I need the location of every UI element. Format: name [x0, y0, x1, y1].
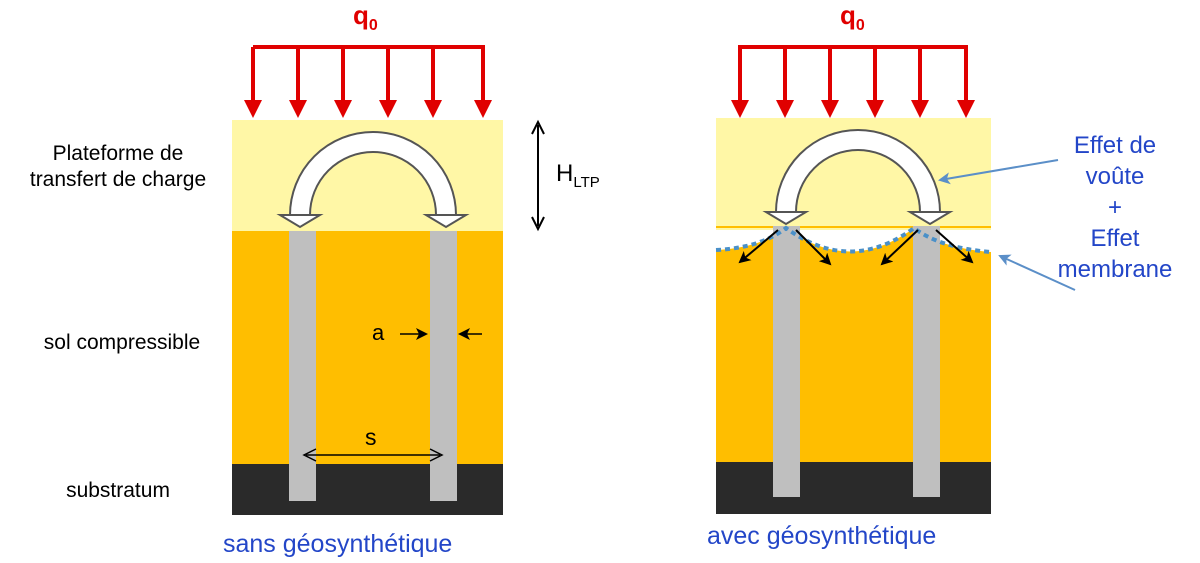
- right-load-label: q0: [840, 0, 865, 35]
- left-pile-1: [289, 231, 316, 501]
- membrane-line: [715, 225, 992, 254]
- left-arching-arrow: [288, 131, 458, 216]
- a-dimension-label: a: [372, 320, 385, 345]
- right-soil-layer: [716, 228, 991, 462]
- right-load-arrows: [738, 45, 968, 110]
- left-pile-2: [430, 231, 457, 501]
- membrane-pointer: [998, 254, 1076, 291]
- arching-pointer: [938, 159, 1059, 185]
- substratum-layer-label: substratum: [66, 479, 170, 502]
- membrane-effect-label-2: membrane: [1057, 256, 1173, 283]
- right-pile-2: [913, 226, 940, 497]
- plus-sign: +: [1107, 194, 1122, 221]
- left-soil-layer: [232, 231, 503, 464]
- left-load-arrows: [251, 45, 485, 110]
- left-arch-head-2: [422, 214, 470, 229]
- membrane-force-arrows: [738, 229, 974, 266]
- right-arch-head-1: [762, 211, 810, 226]
- left-caption: sans géosynthétique: [223, 530, 453, 558]
- right-caption: avec géosynthétique: [707, 522, 937, 550]
- left-panel: [232, 45, 545, 515]
- membrane-effect-label-1: Effet: [1090, 225, 1140, 252]
- right-load-arrowheads: [731, 100, 975, 118]
- effect-annotation: Effet de voûte + Effet membrane: [1030, 130, 1200, 285]
- left-substratum-layer: [232, 464, 503, 515]
- right-arch-head-2: [906, 211, 954, 226]
- right-panel: [715, 45, 1076, 514]
- hltp-label: HLTP: [556, 160, 600, 191]
- arching-effect-label-2: voûte: [1085, 163, 1145, 190]
- right-pile-1: [773, 226, 800, 497]
- left-arch-head-1: [276, 214, 324, 229]
- right-arching-arrow: [774, 129, 942, 213]
- s-dimension-label: s: [365, 424, 377, 450]
- arching-effect-label-1: Effet de: [1073, 132, 1157, 159]
- left-load-arrowheads: [244, 100, 492, 118]
- platform-layer-label: Plateforme de transfert de charge: [29, 142, 207, 191]
- right-substratum-layer: [716, 462, 991, 514]
- left-load-label: q0: [353, 0, 378, 35]
- soil-layer-label: sol compressible: [43, 331, 201, 354]
